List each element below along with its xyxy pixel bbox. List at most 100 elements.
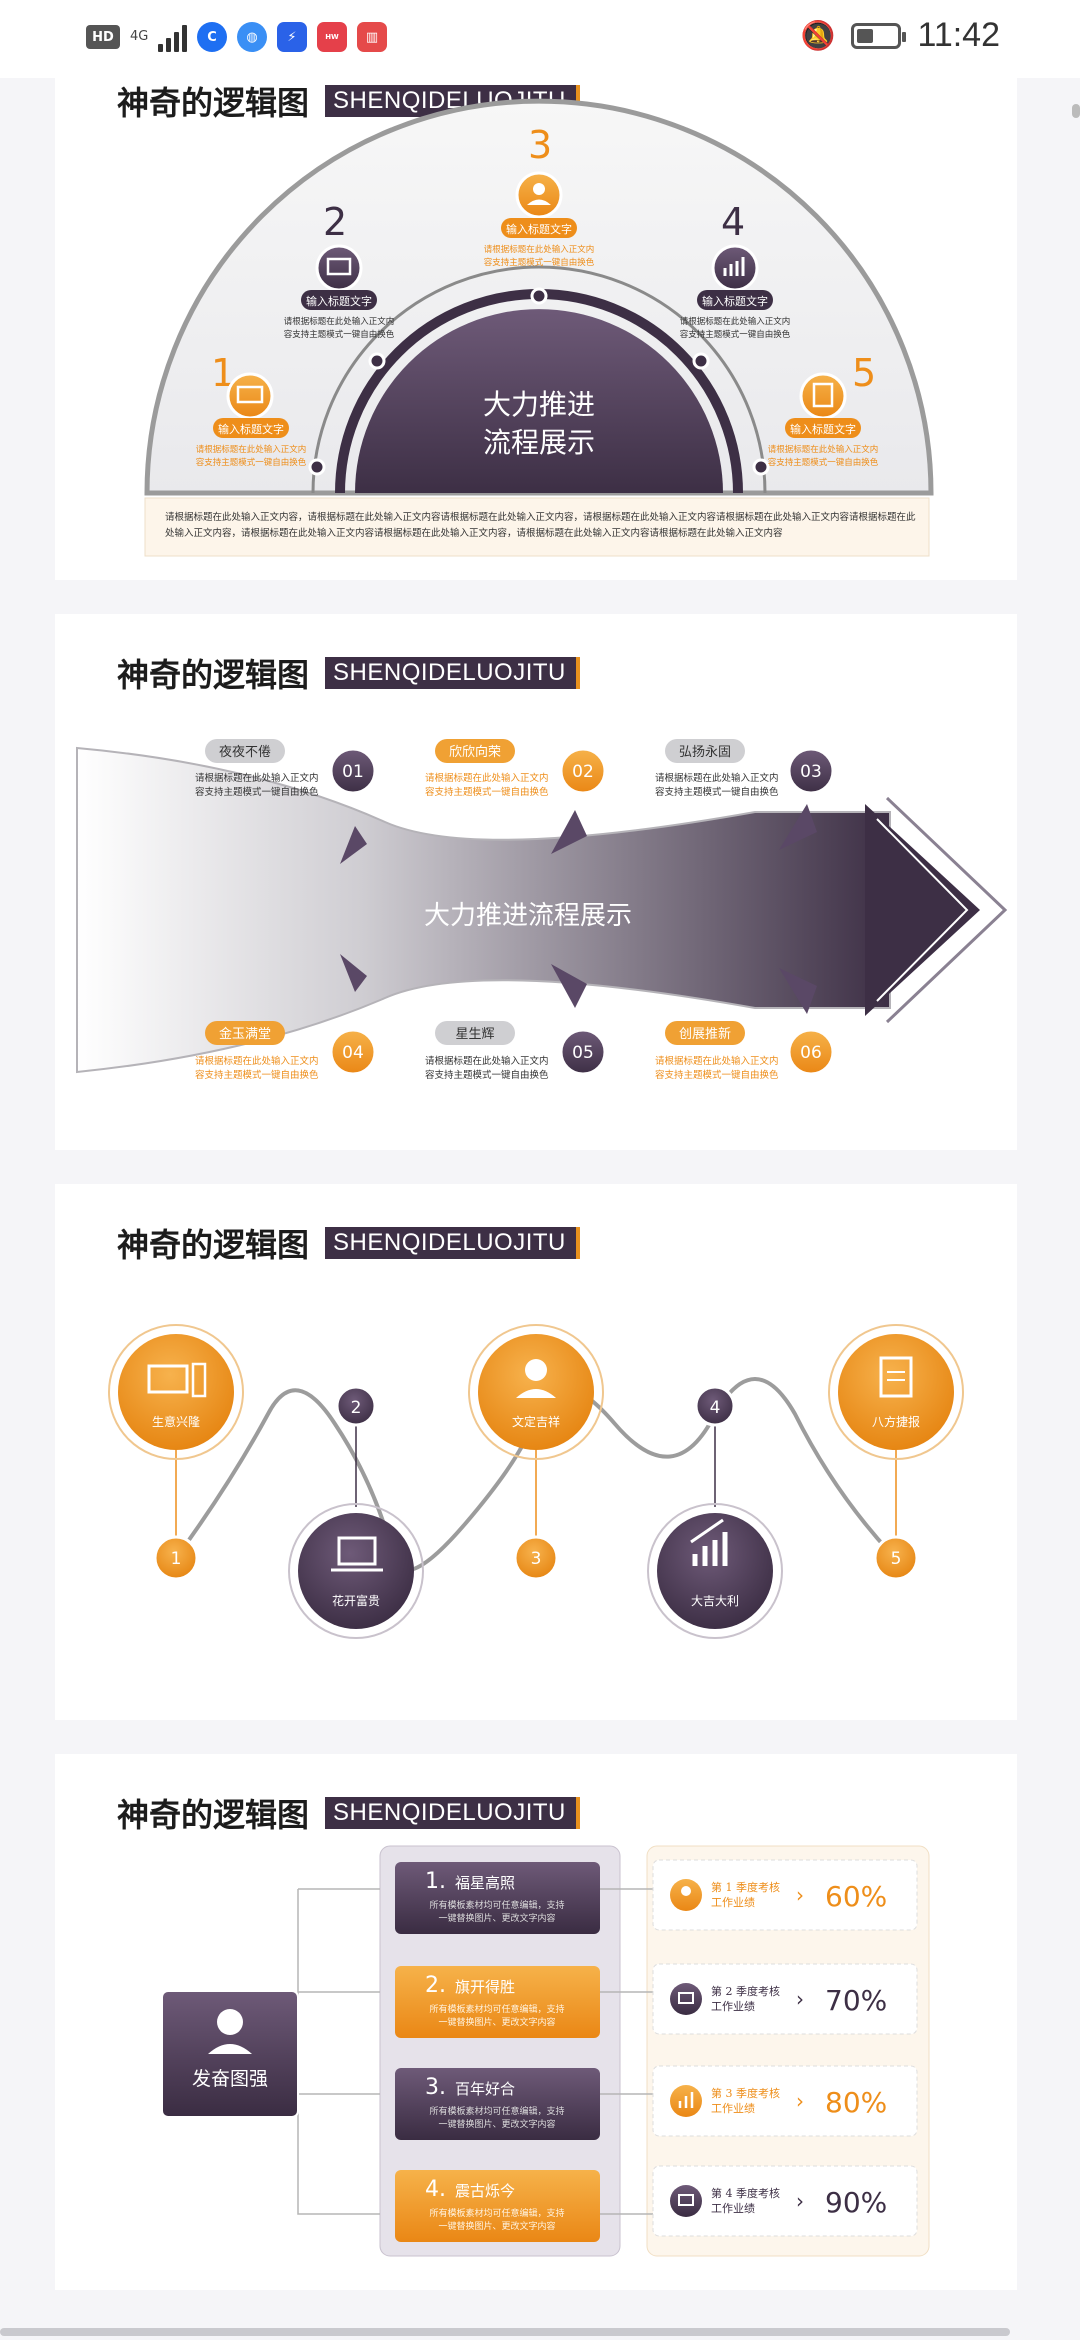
wave-node-4[interactable]: 4 大吉大利 [647,1385,783,1639]
flow-item-number: 06 [800,1043,822,1063]
node-desc: 容支持主题模式一键自由换色 [484,257,595,268]
metric-q3[interactable]: 第 3 季度考核 工作业绩 › 80% [652,2065,918,2137]
branch-desc: 所有模板素材均可任意编辑，支持 [429,2003,564,2015]
huawei-icon: HW [317,22,347,52]
metric-q1[interactable]: 第 1 季度考核 工作业绩 › 60% [652,1859,918,1931]
flow-item-03[interactable]: 弘扬永固 03 请根据标题在此处输入正文内 容支持主题模式一键自由换色 [655,739,835,798]
flow-item-desc: 请根据标题在此处输入正文内 [195,1055,319,1067]
branch-2[interactable]: 2. 旗开得胜 所有模板素材均可任意编辑，支持 一键替换图片、更改文字内容 [395,1966,600,2038]
flow-item-05[interactable]: 星生辉 05 请根据标题在此处输入正文内 容支持主题模式一键自由换色 [425,1021,607,1081]
root-label: 发奋图强 [192,2068,268,2090]
wave-node-label: 文定吉祥 [512,1414,560,1429]
metric-value: 80% [825,2086,887,2119]
laptop-icon [337,1536,377,1566]
flow-item-04[interactable]: 金玉满堂 04 请根据标题在此处输入正文内 容支持主题模式一键自由换色 [195,1021,377,1081]
laptop-icon [678,1992,694,2004]
browser-c-icon: C [197,22,227,52]
node-desc: 容支持主题模式一键自由换色 [196,457,307,468]
flow-item-desc: 容支持主题模式一键自由换色 [195,1069,319,1081]
node-desc: 请根据标题在此处输入正文内 [196,444,307,455]
root-node[interactable]: 发奋图强 [161,1990,299,2118]
slide-title: 神奇的逻辑图 SHENQIDELUOJITU [117,650,580,696]
title-text: 神奇的逻辑图 [117,1796,310,1834]
slide-4[interactable]: 神奇的逻辑图 SHENQIDELUOJITU 发奋图强 1. 福星高照 所有模板… [55,1754,1017,2290]
metric-q4[interactable]: 第 4 季度考核 工作业绩 › 90% [652,2165,918,2237]
wave-node-number: 1 [171,1549,182,1569]
wave-node-label: 八方捷报 [872,1414,920,1429]
wave-node-label: 花开富贵 [332,1593,380,1608]
wave-node-label: 生意兴隆 [152,1414,200,1429]
flow-item-desc: 容支持主题模式一键自由换色 [195,786,319,798]
globe-icon: ◍ [237,22,267,52]
signal-icon [158,22,187,52]
computer-icon [147,1364,189,1394]
metric-label: 第 3 季度考核 [711,2086,780,2100]
title-text: 神奇的逻辑图 [117,656,310,694]
branch-number: 3. [425,2075,446,2100]
wave-node-3[interactable]: 文定吉祥 3 [468,1324,604,1581]
center-disc [355,309,723,493]
metric-label: 第 1 季度考核 [711,1880,780,1894]
title-en-badge: SHENQIDELUOJITU [325,1227,580,1259]
wave-node-1[interactable]: 生意兴隆 1 [108,1324,244,1581]
arc-node-5[interactable]: 5 输入标题文字 请根据标题在此处输入正文内 容支持主题模式一键自由换色 [768,351,879,468]
slide-3[interactable]: 神奇的逻辑图 SHENQIDELUOJITU 生意兴隆 1 2 [55,1184,1017,1720]
wave-node-2[interactable]: 2 花开富贵 [288,1385,424,1639]
branch-3[interactable]: 3. 百年好合 所有模板素材均可任意编辑，支持 一键替换图片、更改文字内容 [395,2068,600,2140]
flow-item-desc: 容支持主题模式一键自由换色 [425,786,549,798]
wave-node-number: 3 [531,1549,542,1569]
computer-icon [236,385,264,404]
flow-item-06[interactable]: 创展推新 06 请根据标题在此处输入正文内 容支持主题模式一键自由换色 [655,1021,835,1081]
arc-node-1[interactable]: 1 输入标题文字 请根据标题在此处输入正文内 容支持主题模式一键自由换色 [196,351,307,468]
chart-icon [678,2092,694,2108]
horizontal-scrollbar[interactable] [0,2328,1010,2336]
arc-node-4[interactable]: 4 输入标题文字 请根据标题在此处输入正文内 容支持主题模式一键自由换色 [680,200,791,340]
vertical-scroll-indicator[interactable] [1072,104,1080,118]
flow-item-desc: 容支持主题模式一键自由换色 [425,1069,549,1081]
title-text: 神奇的逻辑图 [117,84,310,122]
branch-1[interactable]: 1. 福星高照 所有模板素材均可任意编辑，支持 一键替换图片、更改文字内容 [395,1862,600,1934]
branch-4[interactable]: 4. 震古烁今 所有模板素材均可任意编辑，支持 一键替换图片、更改文字内容 [395,2170,600,2242]
clipboard-icon [812,382,834,408]
person-icon [533,183,545,195]
wave-node-5[interactable]: 八方捷报 5 [828,1324,964,1581]
node-desc: 请根据标题在此处输入正文内 [680,316,791,327]
arc-node-3[interactable]: 3 输入标题文字 请根据标题在此处输入正文内 容支持主题模式一键自由换色 [484,123,595,268]
flow-item-desc: 请根据标题在此处输入正文内 [425,772,549,784]
metric-label: 第 2 季度考核 [711,1984,780,1998]
computer-icon [678,2194,694,2206]
flow-item-desc: 请根据标题在此处输入正文内 [195,772,319,784]
metric-label: 工作业绩 [711,2102,755,2115]
chevron-right-icon: › [796,1987,804,2011]
metric-label: 工作业绩 [711,2000,755,2013]
mute-bell-icon: 🔕 [800,19,836,52]
arc-node-2[interactable]: 2 输入标题文字 请根据标题在此处输入正文内 容支持主题模式一键自由换色 [284,200,395,340]
metric-q2[interactable]: 第 2 季度考核 工作业绩 › 70% [652,1963,918,2035]
slide-1[interactable]: 神奇的逻辑图 SHENQIDELUOJITU 大力推进 流程展示 1 输入标题文… [55,78,1017,580]
semicircle-diagram: 大力推进 流程展示 1 输入标题文字 请根据标题在此处输入正文内 容支持主题模式… [144,98,934,557]
flow-item-02[interactable]: 欣欣向荣 02 请根据标题在此处输入正文内 容支持主题模式一键自由换色 [425,739,607,798]
flow-item-label: 金玉满堂 [219,1026,271,1042]
book-icon: ▥ [357,22,387,52]
battery-icon [851,22,907,49]
person-icon [217,2009,243,2035]
network-type: 4G [130,29,149,44]
metric-label: 第 4 季度考核 [711,2186,780,2200]
branch-desc: 一键替换图片、更改文字内容 [438,1912,555,1924]
node-desc: 容支持主题模式一键自由换色 [768,457,879,468]
wave-node-label: 大吉大利 [691,1594,739,1608]
slide-2[interactable]: 大力推进流程展示 夜夜不倦 01 请根据标题在此处输入正文内 容支持主题模式一键… [55,614,1017,1150]
branch-number: 4. [425,2177,446,2202]
branch-number: 1. [425,1869,446,1894]
chevron-right-icon: › [796,1883,804,1907]
node-label: 输入标题文字 [790,422,856,436]
chart-icon [723,257,745,276]
flow-item-number: 04 [342,1043,364,1063]
wave-diagram: 生意兴隆 1 2 花开富贵 文定吉祥 3 4 [108,1324,964,1639]
status-bar: HD 4G C ◍ ⚡ HW ▥ 🔕 11:42 [0,0,1080,78]
flow-item-01[interactable]: 夜夜不倦 01 请根据标题在此处输入正文内 容支持主题模式一键自由换色 [195,739,377,798]
node-desc: 请根据标题在此处输入正文内 [484,244,595,255]
branch-title: 旗开得胜 [455,1978,515,1996]
branch-number: 2. [425,1973,446,1998]
metric-value: 60% [825,1880,887,1913]
